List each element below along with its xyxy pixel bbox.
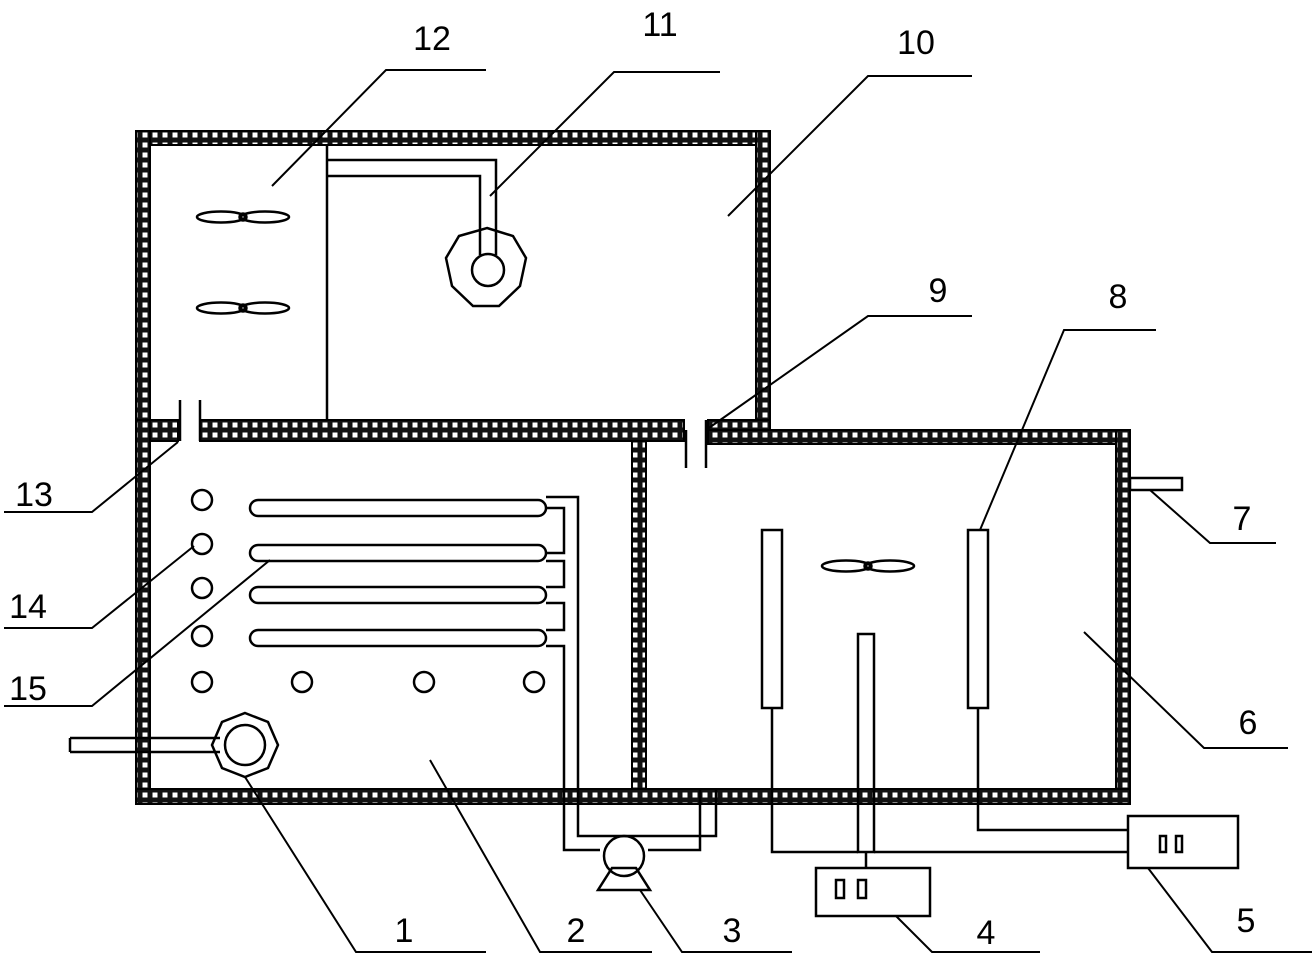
leader-2 <box>429 759 652 953</box>
coil-connector-c <box>546 601 566 632</box>
hole <box>190 670 214 694</box>
leader-5 <box>1147 867 1312 953</box>
controller-4-led1 <box>834 878 846 900</box>
leader-3 <box>639 889 792 953</box>
insulated-walls <box>135 130 1131 805</box>
lower-left-contents <box>68 488 718 892</box>
coil-connector-b <box>546 559 566 589</box>
coil-return <box>546 644 600 852</box>
label-15: 15 <box>9 670 47 708</box>
upper-top-wall <box>135 130 771 146</box>
controller-5-led1 <box>1158 834 1168 854</box>
leader-12 <box>271 69 486 187</box>
leader-4 <box>895 915 1040 953</box>
wire-left-plate <box>770 708 858 854</box>
hole <box>190 576 214 600</box>
coil-tube-2 <box>248 543 548 563</box>
center-probe <box>856 632 876 854</box>
leader-7 <box>1149 489 1276 544</box>
fan-11-housing <box>444 226 528 308</box>
wire-right-plate <box>976 708 1128 832</box>
label-4: 4 <box>977 914 996 952</box>
label-13: 13 <box>15 476 53 514</box>
hole <box>190 488 214 512</box>
label-6: 6 <box>1239 704 1258 742</box>
leader-10 <box>727 75 972 217</box>
leader-14 <box>4 545 195 629</box>
middle-wall-b <box>199 419 685 442</box>
hole <box>190 532 214 556</box>
pump-3-base <box>595 866 653 892</box>
label-14: 14 <box>9 588 47 626</box>
label-1: 1 <box>395 912 414 950</box>
propeller-right <box>820 559 916 573</box>
label-10: 10 <box>897 24 935 62</box>
outlet-7 <box>1128 476 1184 492</box>
plate-left <box>760 528 784 710</box>
pipe-11-outer <box>327 158 498 255</box>
hole <box>190 624 214 648</box>
right-contents <box>760 476 1240 918</box>
label-12: 12 <box>413 20 451 58</box>
coil-tube-4 <box>248 628 548 648</box>
pump-outlet <box>648 789 702 852</box>
coil-tube-3 <box>248 585 548 605</box>
label-2: 2 <box>567 912 586 950</box>
coil-tube-1 <box>248 498 548 518</box>
controller-4-led2 <box>856 878 868 900</box>
controller-4 <box>814 866 932 918</box>
label-9: 9 <box>929 272 948 310</box>
right-top-wall <box>707 429 1131 445</box>
hole <box>290 670 314 694</box>
label-8: 8 <box>1109 278 1128 316</box>
fan-1-hub <box>223 723 267 767</box>
label-11: 11 <box>642 6 677 44</box>
fan-11-hub <box>470 252 506 288</box>
controller-5 <box>1126 814 1240 870</box>
leader-11 <box>489 71 720 197</box>
right-chamber-wall <box>1115 429 1131 805</box>
propeller-lower <box>195 301 291 315</box>
label-5: 5 <box>1237 902 1256 940</box>
leader-lines <box>4 69 1312 953</box>
bottom-wall <box>135 788 1131 805</box>
lower-left-wall <box>135 419 151 805</box>
hole <box>522 670 546 694</box>
partition-wall <box>631 440 647 790</box>
upper-contents <box>195 145 528 420</box>
fan-1-housing <box>210 711 280 779</box>
number-labels: 12 11 10 9 8 7 6 13 14 15 1 2 3 4 5 <box>9 6 1257 952</box>
pump-3-body <box>602 834 646 878</box>
pipe-11-inner <box>327 174 482 255</box>
leader-6 <box>1083 631 1288 749</box>
label-7: 7 <box>1233 500 1252 538</box>
leader-8 <box>979 329 1156 531</box>
coil-connector-a <box>546 506 566 555</box>
plate-right <box>966 528 990 710</box>
label-3: 3 <box>723 912 742 950</box>
propeller-upper <box>195 210 291 224</box>
leader-13 <box>4 441 179 513</box>
vent-lines <box>178 400 708 468</box>
controller-5-led2 <box>1174 834 1184 854</box>
leader-1 <box>244 776 486 953</box>
upper-left-wall <box>135 130 151 432</box>
leader-15 <box>4 559 271 707</box>
hole <box>412 670 436 694</box>
coil-outlet <box>546 495 718 838</box>
leader-9 <box>705 315 972 431</box>
